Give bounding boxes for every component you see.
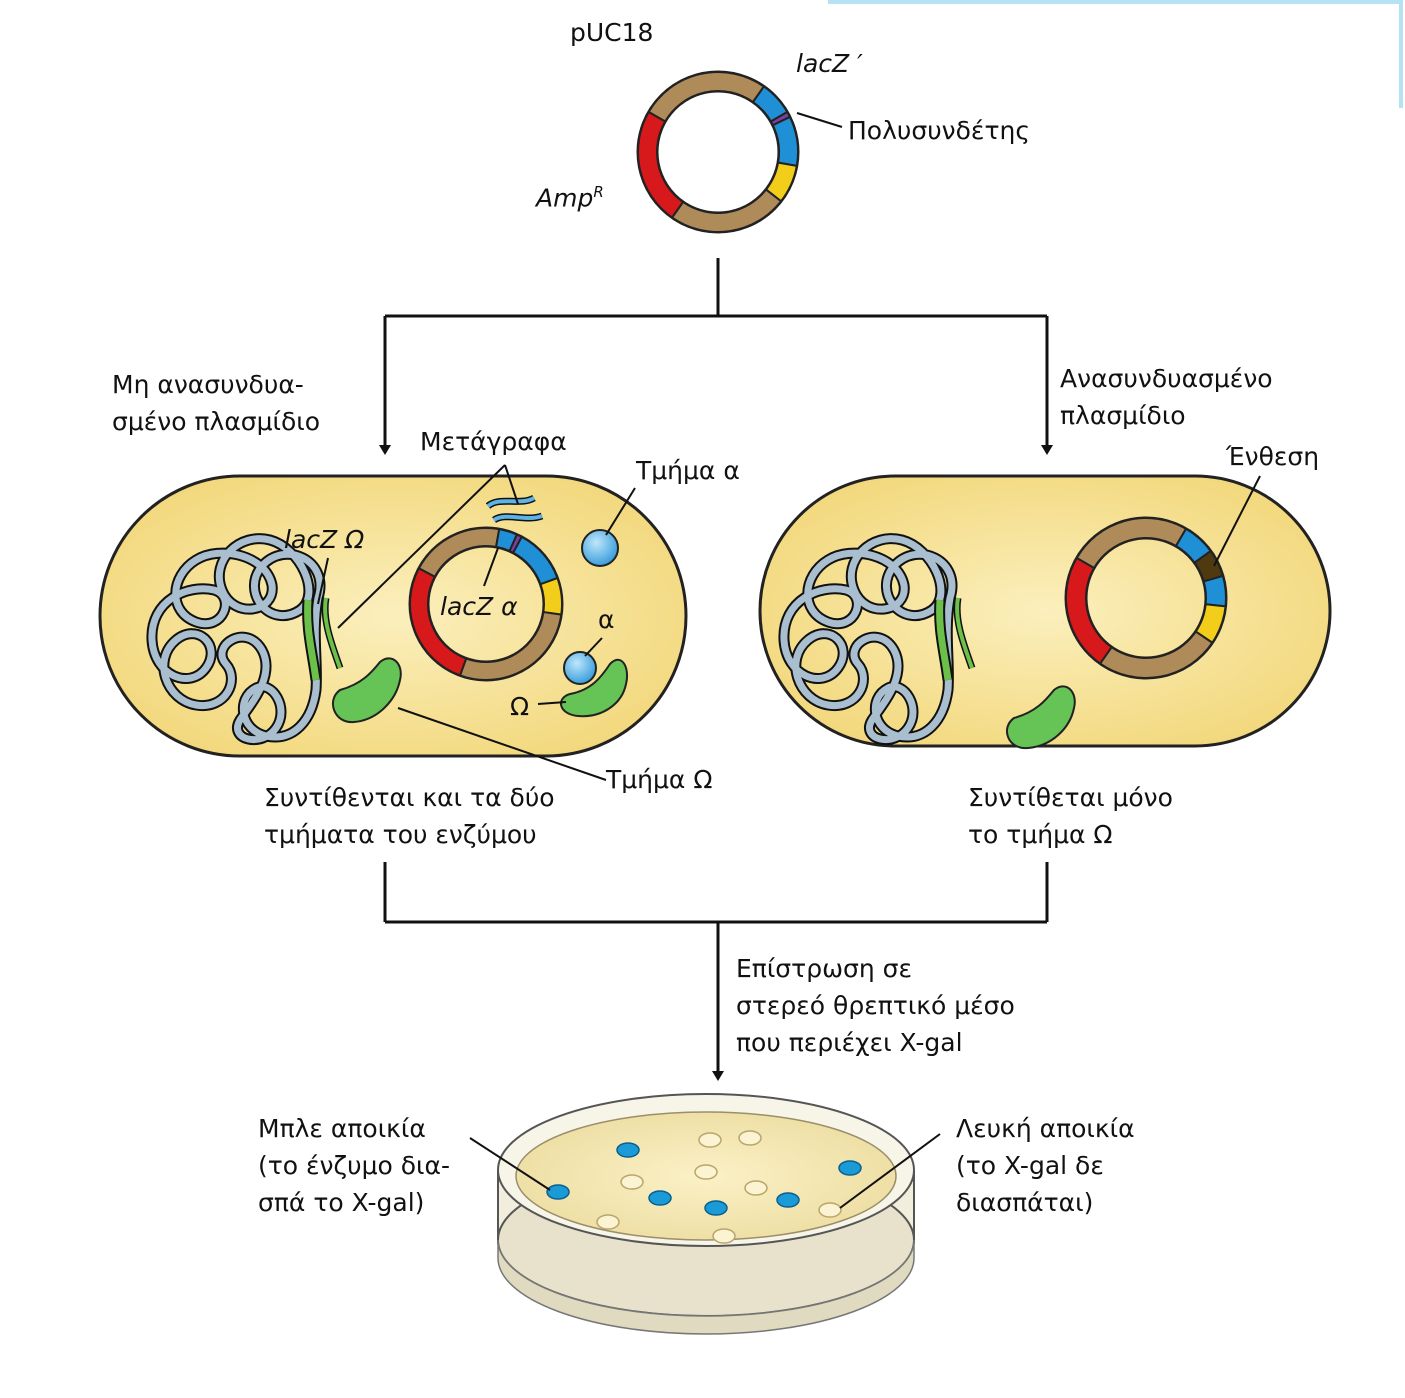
colonies — [546, 1130, 862, 1244]
fragment-omega-label: Τμήμα Ω — [606, 765, 713, 794]
insert-leader — [1213, 475, 1261, 567]
blue-colony — [648, 1190, 672, 1206]
corner-frame — [828, 0, 1403, 108]
white-colony — [744, 1180, 768, 1196]
plasmid-name: pUC18 — [570, 18, 654, 47]
top-branch-connector — [379, 258, 1053, 455]
alpha-label: α — [598, 605, 615, 634]
blue-colony — [838, 1160, 862, 1176]
right-plasmid-ring-segments — [1065, 517, 1227, 679]
white-colony — [694, 1164, 718, 1180]
white-colony — [596, 1214, 620, 1230]
blue-colony — [704, 1200, 728, 1216]
white-colony — [620, 1174, 644, 1190]
omega-fragment-protein — [332, 657, 402, 724]
alpha-fragment-sphere — [581, 529, 619, 567]
backbone-segment — [647, 71, 766, 123]
blue-colony — [776, 1192, 800, 1208]
transcripts-label: Μετάγραφα — [420, 427, 567, 456]
ampr-label: AmpR — [536, 183, 604, 213]
left-branch-title: Μη ανασυνδυα-σμένο πλασμίδιο — [112, 370, 321, 436]
lacz-prime-label: lacZ ′ — [796, 49, 863, 78]
dish-leader-lines — [469, 1133, 941, 1209]
left-cell-plasmid — [408, 526, 564, 682]
lacz-segment — [1202, 574, 1227, 608]
blue-colony — [546, 1184, 570, 1200]
ampr-segment — [637, 110, 685, 219]
white-colony — [738, 1130, 762, 1146]
polylinker-label: Πολυσυνδέτης — [848, 116, 1031, 145]
enzyme-complex-alpha — [563, 651, 597, 685]
backbone-segment — [670, 188, 783, 233]
white-colony — [818, 1202, 842, 1218]
bottom-merge-connector — [383, 862, 1049, 1081]
plasmid-ring-segments — [637, 71, 799, 233]
right-cell — [758, 474, 1332, 750]
polylinker-leader — [796, 112, 843, 128]
petri-dish — [469, 1093, 941, 1335]
enzyme-complex-omega — [560, 658, 628, 718]
left-plasmid-ring-segments — [409, 527, 563, 681]
white-colony — [698, 1132, 722, 1148]
ori-segment — [539, 576, 563, 616]
blue-colony-label: Μπλε αποικία(το ένζυμο δια-σπά το X-gal) — [258, 1114, 450, 1217]
lacz-omega-label: lacZ Ω — [284, 525, 365, 554]
left-chromosome — [146, 533, 326, 746]
insert-label: Ένθεση — [1226, 442, 1320, 471]
right-cell-plasmid — [1064, 516, 1228, 680]
lacz-alpha-label: lacZ α — [440, 592, 518, 621]
white-colony — [712, 1228, 736, 1244]
right-omega-protein — [1006, 685, 1076, 750]
ampr-segment — [409, 566, 468, 677]
fragment-alpha-label: Τμήμα α — [636, 456, 740, 485]
blue-colony — [616, 1142, 640, 1158]
left-cell-leader-lines — [317, 464, 636, 781]
right-chromosome — [778, 533, 976, 746]
left-cell — [98, 464, 688, 781]
ampr-segment — [1065, 556, 1113, 665]
omega-label: Ω — [510, 692, 530, 721]
puc18-plasmid — [636, 70, 843, 234]
